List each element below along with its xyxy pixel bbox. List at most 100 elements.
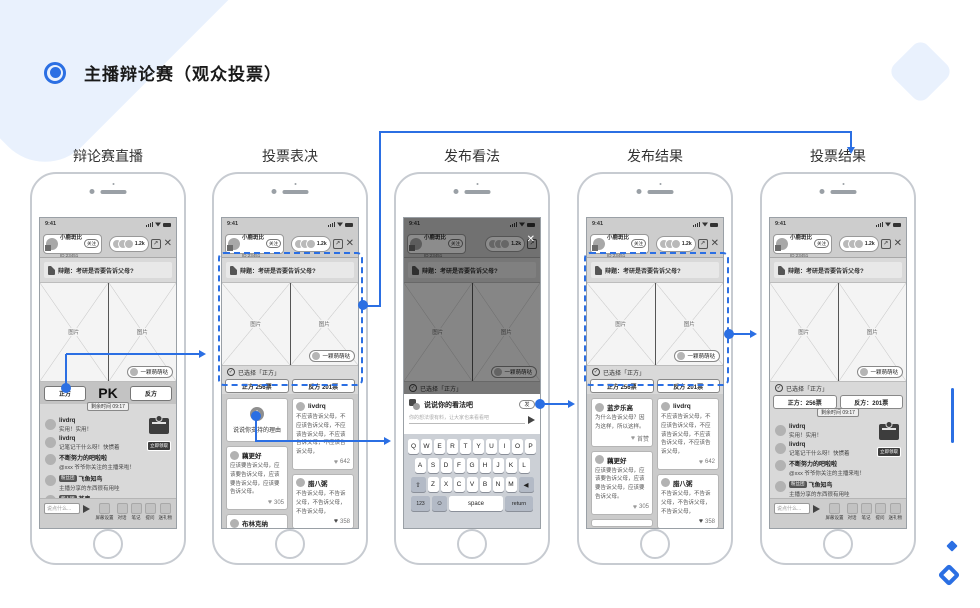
share-icon[interactable]: ↗ — [332, 238, 343, 249]
flow-arrow-2 — [847, 147, 855, 154]
keyboard-key[interactable]: W — [421, 439, 432, 454]
chat-input[interactable]: 说点什么... — [44, 503, 80, 514]
viewers-chip[interactable]: 1.2k — [290, 235, 331, 252]
keyboard-key[interactable]: L — [518, 458, 530, 473]
toolbar-button[interactable]: 提问 — [874, 503, 886, 521]
con-votes-button[interactable]: 反方 201票 — [291, 379, 355, 393]
flow-line-3 — [255, 418, 257, 442]
return-key[interactable]: return — [505, 496, 533, 511]
send-icon[interactable] — [83, 505, 90, 513]
reward-pill[interactable]: 一颗萌萌哒 — [857, 366, 903, 378]
keyboard-key[interactable]: S — [427, 458, 439, 473]
keyboard-key[interactable]: M — [505, 477, 517, 492]
like-icon[interactable]: ♥ — [333, 458, 338, 466]
send-icon[interactable] — [528, 416, 535, 424]
vote-con-button[interactable]: 反方 — [129, 385, 172, 401]
like-icon[interactable]: ♥ — [698, 518, 703, 526]
like-icon[interactable]: ♥ — [632, 503, 637, 511]
keyboard-key[interactable]: K — [505, 458, 517, 473]
toolbar-button[interactable]: 笔记 — [130, 503, 142, 521]
toolbar-button[interactable]: 对话 — [846, 503, 858, 521]
send-icon[interactable] — [813, 505, 820, 513]
viewers-chip[interactable]: 1.2k — [838, 235, 879, 252]
keyboard-key[interactable]: B — [479, 477, 491, 492]
like-icon[interactable]: ♥ — [267, 499, 272, 507]
reward-pill[interactable]: 一颗萌萌哒 — [309, 350, 355, 362]
keyboard-key[interactable]: Q — [408, 439, 419, 454]
keyboard-key[interactable]: O — [512, 439, 523, 454]
home-button[interactable] — [457, 529, 487, 559]
viewers-chip[interactable]: 1.2k — [108, 235, 149, 252]
chat-input[interactable]: 说点什么... — [774, 503, 810, 514]
share-icon[interactable]: ↗ — [150, 238, 161, 249]
reward-pill[interactable]: 一颗萌萌哒 — [674, 350, 720, 362]
reward-pill[interactable]: 一颗萌萌哒 — [127, 366, 173, 378]
pro-votes-button[interactable]: 正方 256票 — [590, 379, 654, 393]
home-button[interactable] — [640, 529, 670, 559]
keyboard-key[interactable]: R — [447, 439, 458, 454]
feed-column-left: + 说说你支持的理由 藕更好 应该要告诉父母，应该要告诉父母，应该要告诉父母，应… — [226, 398, 288, 528]
keyboard-key[interactable]: A — [414, 458, 426, 473]
follow-button[interactable]: 关注 — [631, 239, 647, 248]
like-icon[interactable]: ♥ — [333, 518, 338, 526]
keyboard-key[interactable]: G — [466, 458, 478, 473]
composer-input[interactable]: 你的想法很有料，让大家也来看看吧 — [409, 414, 525, 424]
keyboard-key[interactable]: E — [434, 439, 445, 454]
toolbar-button[interactable]: 屏蔽设置 — [826, 503, 844, 521]
numbers-key[interactable]: 123 — [411, 496, 430, 511]
gift-widget[interactable]: 立即领取 — [876, 424, 902, 458]
like-icon[interactable]: ♥ — [698, 458, 703, 466]
keyboard-key[interactable]: F — [453, 458, 465, 473]
backspace-key-icon[interactable]: ◀ — [518, 477, 534, 492]
follow-button[interactable]: 关注 — [84, 239, 100, 248]
toolbar-button[interactable]: 对话 — [116, 503, 128, 521]
close-icon[interactable]: ✕ — [526, 234, 535, 245]
home-button[interactable] — [823, 529, 853, 559]
claim-button[interactable]: 立即领取 — [147, 441, 171, 451]
emoji-key-icon[interactable]: ☺ — [432, 496, 447, 511]
home-button[interactable] — [275, 529, 305, 559]
share-icon[interactable]: ↗ — [697, 238, 708, 249]
follow-button[interactable]: 关注 — [814, 239, 830, 248]
toolbar-button[interactable]: 送礼物 — [889, 503, 902, 521]
pro-votes-button[interactable]: 正方 256票 — [225, 379, 289, 393]
gift-widget[interactable]: 立即领取 — [146, 418, 172, 452]
chat-message: livdrq 实用！实用！ — [775, 424, 901, 439]
con-votes-button[interactable]: 反方 201票 — [656, 379, 720, 393]
toolbar-button[interactable]: 送礼物 — [159, 503, 172, 521]
toolbar-button[interactable]: 屏蔽设置 — [96, 503, 114, 521]
keyboard-key[interactable]: J — [492, 458, 504, 473]
close-icon[interactable]: ✕ — [163, 238, 172, 249]
keyboard-key[interactable]: C — [453, 477, 465, 492]
space-key[interactable]: space — [449, 496, 503, 511]
keyboard-key[interactable]: X — [440, 477, 452, 492]
home-button[interactable] — [93, 529, 123, 559]
like-icon[interactable]: ♥ — [630, 434, 635, 442]
close-icon[interactable]: ✕ — [710, 238, 719, 249]
follow-button[interactable]: 关注 — [266, 239, 282, 248]
close-icon[interactable]: ✕ — [345, 238, 354, 249]
keyboard-key[interactable]: I — [499, 439, 510, 454]
battery-icon — [893, 222, 901, 227]
keyboard-key[interactable]: Z — [427, 477, 439, 492]
toolbar-button[interactable]: 提问 — [144, 503, 156, 521]
shift-key-icon[interactable]: ⇧ — [410, 477, 426, 492]
keyboard-key[interactable]: D — [440, 458, 452, 473]
keyboard-key[interactable]: U — [486, 439, 497, 454]
claim-button[interactable]: 立即领取 — [877, 447, 901, 457]
close-icon[interactable]: ✕ — [893, 238, 902, 249]
keyboard-key[interactable]: N — [492, 477, 504, 492]
keyboard-key[interactable]: Y — [473, 439, 484, 454]
viewers-chip[interactable]: 1.2k — [655, 235, 696, 252]
share-icon[interactable]: ↗ — [880, 238, 891, 249]
keyboard-key[interactable]: P — [525, 439, 536, 454]
publish-button[interactable]: 发 — [519, 400, 535, 409]
keyboard-key[interactable]: T — [460, 439, 471, 454]
toolbar-button[interactable]: 笔记 — [860, 503, 872, 521]
keyboard-key[interactable]: V — [466, 477, 478, 492]
keyboard-key[interactable]: H — [479, 458, 491, 473]
